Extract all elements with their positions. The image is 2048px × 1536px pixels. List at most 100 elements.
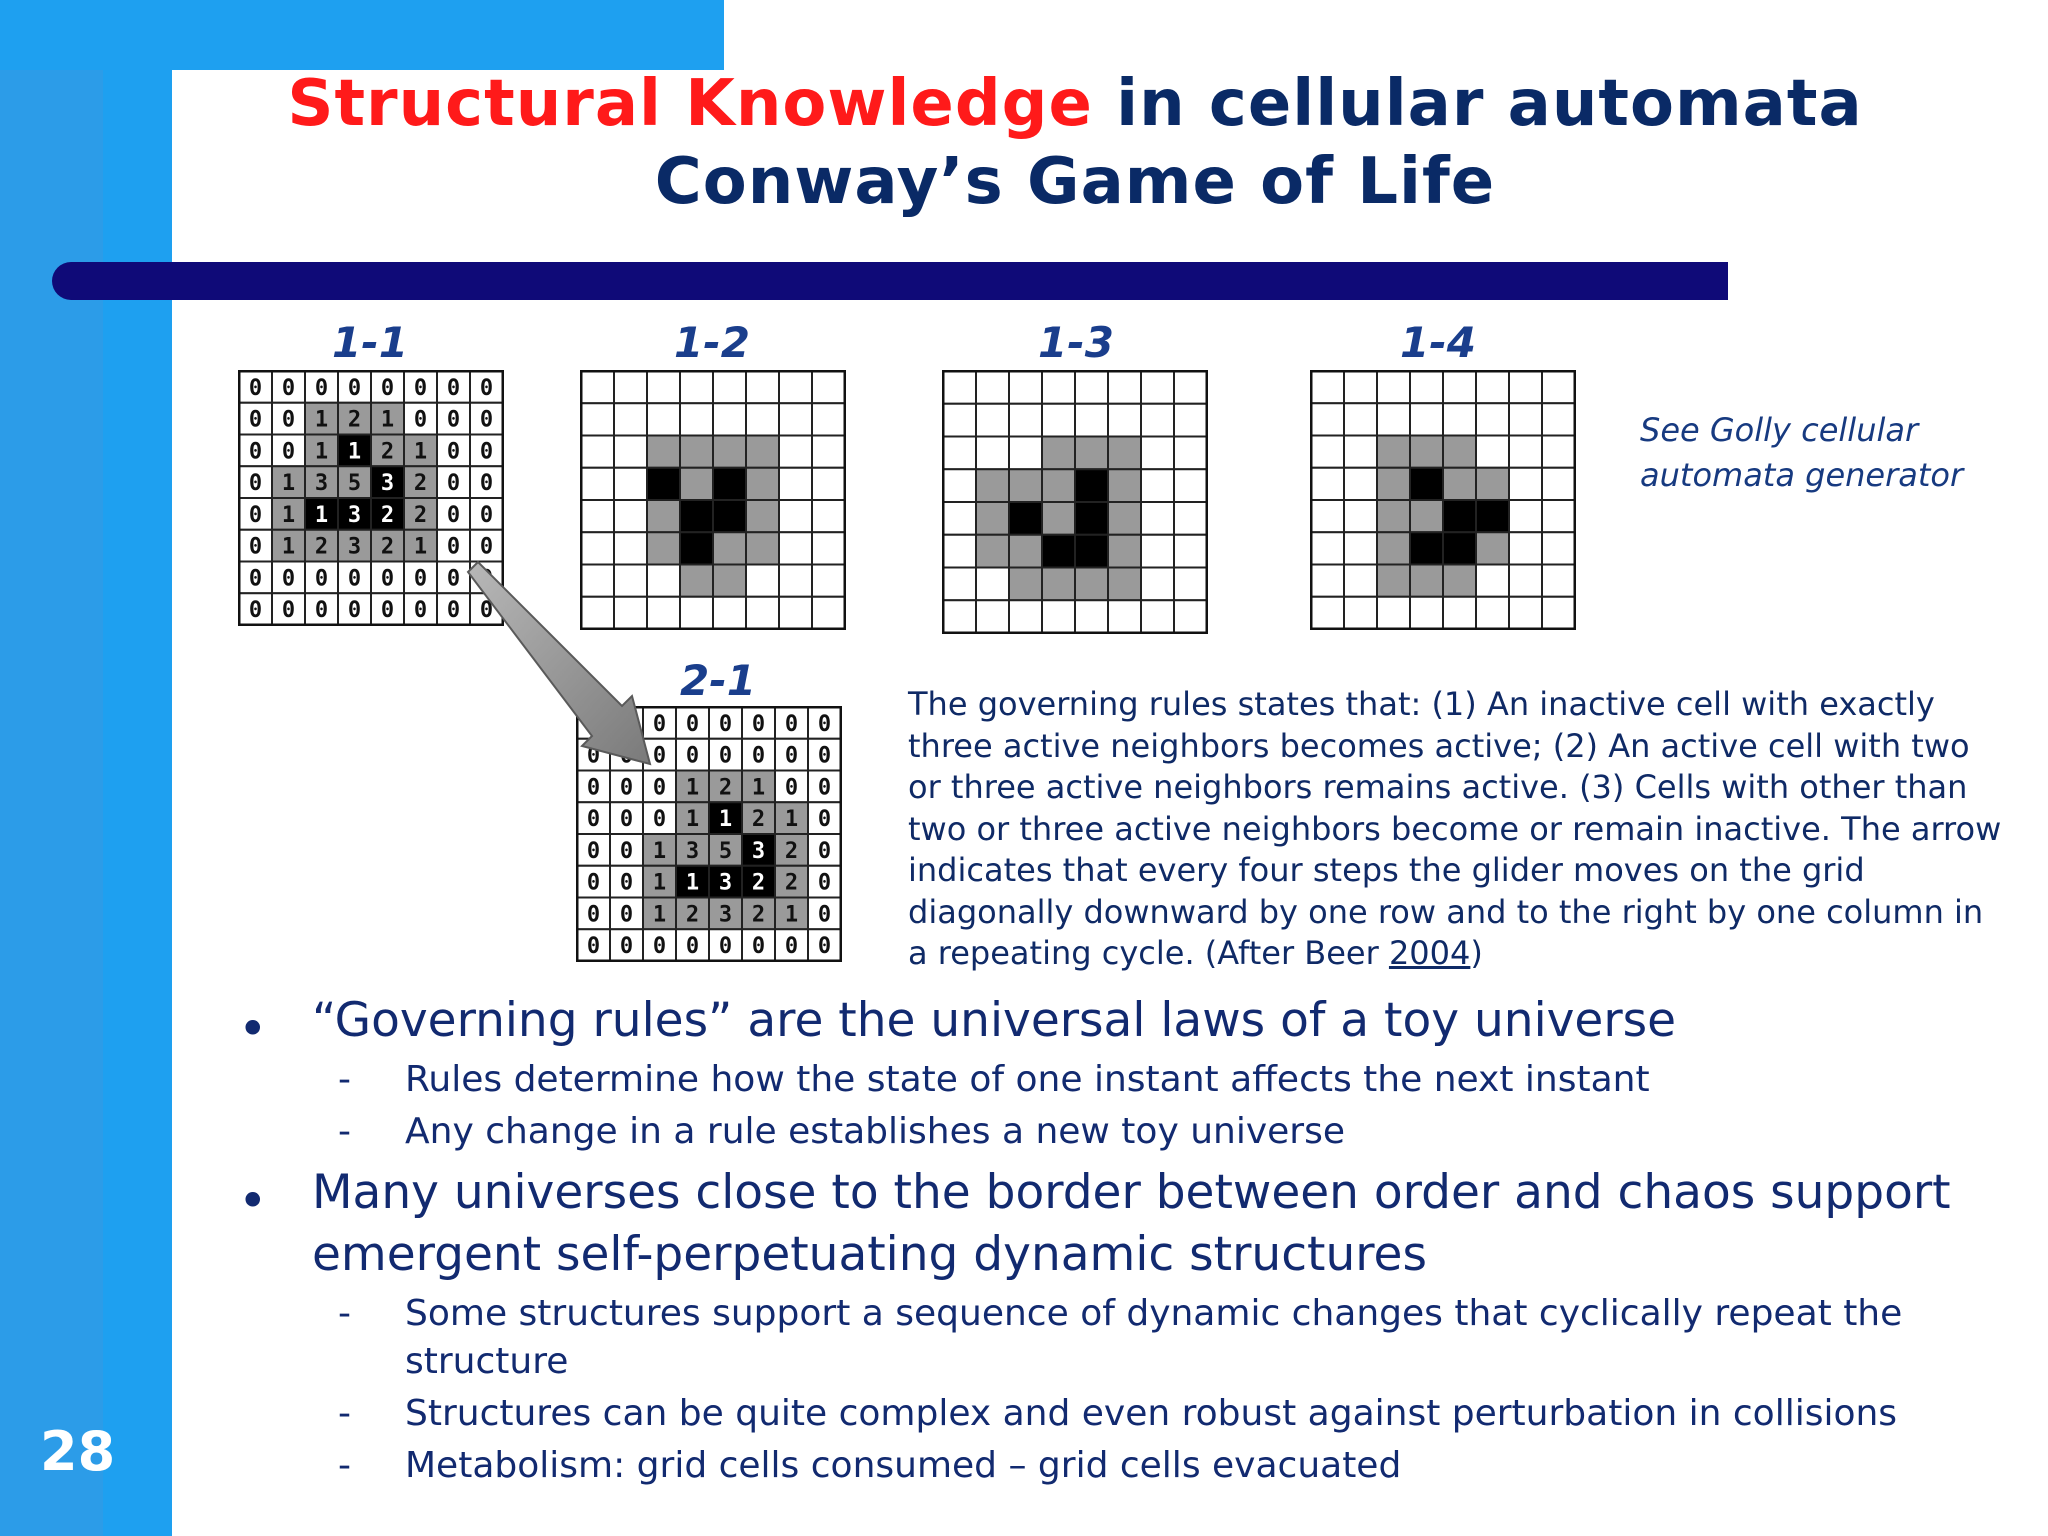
grid-cell — [778, 370, 813, 405]
grid-cell — [1475, 595, 1510, 630]
grid-cell — [1475, 466, 1510, 501]
neighbor-count: 0 — [653, 775, 666, 800]
neighbor-count: 0 — [249, 598, 262, 623]
neighbor-count: 0 — [249, 471, 262, 496]
grid-cell — [708, 801, 743, 835]
grid-cell — [1409, 434, 1444, 469]
grid-cell — [1343, 466, 1378, 501]
grid-cell — [1442, 595, 1477, 630]
grid-cell — [1310, 563, 1345, 598]
neighbor-count: 0 — [818, 902, 831, 927]
neighbor-count: 0 — [348, 376, 361, 401]
neighbor-count: 0 — [282, 376, 295, 401]
grid-cell — [646, 563, 681, 598]
grid-cell — [271, 370, 306, 404]
dash-icon: - — [338, 1111, 351, 1152]
neighbor-count: 1 — [653, 902, 666, 927]
grid-cell — [1140, 501, 1175, 536]
grid-cell — [942, 370, 977, 405]
neighbor-count: 3 — [686, 839, 699, 864]
grid-cell — [1140, 435, 1175, 471]
grid-cell — [1310, 434, 1345, 469]
grid-cell — [942, 501, 977, 536]
slide-title: Structural Knowledge in cellular automat… — [200, 72, 1950, 214]
bullet-text: Many universes close to the border betwe… — [312, 1165, 1951, 1282]
grid-cell — [1541, 402, 1576, 437]
grid-cell — [1008, 370, 1043, 405]
neighbor-count: 3 — [348, 535, 361, 560]
grid-cell — [1173, 435, 1208, 471]
grid-cell — [1475, 402, 1510, 437]
neighbor-count: 3 — [348, 503, 361, 528]
grid-cell — [1409, 563, 1444, 598]
grid-cell — [1442, 499, 1477, 534]
neighbor-count: 2 — [686, 902, 699, 927]
grid-cell — [1310, 595, 1345, 630]
grid-cell — [1409, 595, 1444, 630]
sub-bullet-item: -Rules determine how the state of one in… — [230, 1056, 2020, 1104]
grid-cell — [679, 531, 714, 566]
grid-cell — [1310, 499, 1345, 534]
grid-cell — [469, 528, 504, 563]
neighbor-count: 1 — [414, 535, 427, 560]
grid-cell — [337, 433, 372, 468]
grid-cell — [1310, 531, 1345, 566]
grid-cell — [469, 465, 504, 499]
grid-cell — [712, 466, 747, 501]
grid-cell — [811, 370, 846, 405]
neighbor-count: 1 — [785, 807, 798, 832]
grid-cell — [1041, 402, 1076, 438]
grid-cell — [1041, 435, 1076, 471]
neighbor-count: 0 — [447, 471, 460, 496]
grid-cell — [975, 501, 1010, 536]
neighbor-count: 0 — [752, 712, 765, 737]
grid-cell — [712, 563, 747, 598]
grid-cell — [1343, 499, 1378, 534]
sub-bullet-item: -Metabolism: grid cells consumed – grid … — [230, 1442, 2020, 1490]
grid-cell — [1173, 501, 1208, 536]
grid-cell — [1541, 563, 1576, 598]
neighbor-count: 0 — [653, 712, 666, 737]
grid-cell — [1074, 468, 1109, 503]
title-rest: in cellular automata — [1092, 67, 1863, 141]
grid-cell — [975, 435, 1010, 471]
grid-cell — [1442, 434, 1477, 469]
neighbor-count: 3 — [719, 871, 732, 896]
neighbor-count: 3 — [315, 471, 328, 496]
grid-cell — [778, 595, 813, 630]
neighbor-count: 3 — [719, 902, 732, 927]
grid-cell — [436, 401, 471, 436]
dash-icon: - — [338, 1059, 351, 1100]
bullet-dot-icon: • — [238, 1172, 268, 1230]
neighbor-count: 1 — [653, 871, 666, 896]
grid-border — [1310, 370, 1576, 630]
neighbor-count: 0 — [315, 566, 328, 591]
citation-link[interactable]: 2004 — [1388, 934, 1471, 972]
grid-cell — [1173, 566, 1208, 602]
grid-cell — [646, 531, 681, 566]
grid-cell — [1541, 370, 1576, 405]
grid-cell — [1008, 435, 1043, 471]
neighbor-count: 2 — [752, 902, 765, 927]
neighbor-count: 0 — [447, 503, 460, 528]
neighbor-count: 0 — [587, 934, 600, 959]
neighbor-count: 0 — [348, 598, 361, 623]
grid-cell — [580, 434, 615, 469]
neighbor-count: 0 — [480, 535, 493, 560]
neighbor-count: 1 — [315, 408, 328, 433]
grid-cell — [811, 402, 846, 437]
grid-cell — [1140, 370, 1175, 405]
grid-cell — [1475, 499, 1510, 534]
neighbor-count: 0 — [381, 376, 394, 401]
neighbor-count: 0 — [282, 408, 295, 433]
neighbor-count: 2 — [381, 503, 394, 528]
grid-cell — [613, 370, 648, 405]
neighbor-count: 0 — [785, 775, 798, 800]
grid-cell — [778, 466, 813, 501]
rules-caption: The governing rules states that: (1) An … — [908, 684, 2008, 975]
grid-cell — [774, 801, 809, 835]
left-accent-strip — [0, 0, 103, 1536]
grid-cell — [1041, 501, 1076, 536]
grid-cell — [811, 595, 846, 630]
grid-cell — [679, 434, 714, 469]
